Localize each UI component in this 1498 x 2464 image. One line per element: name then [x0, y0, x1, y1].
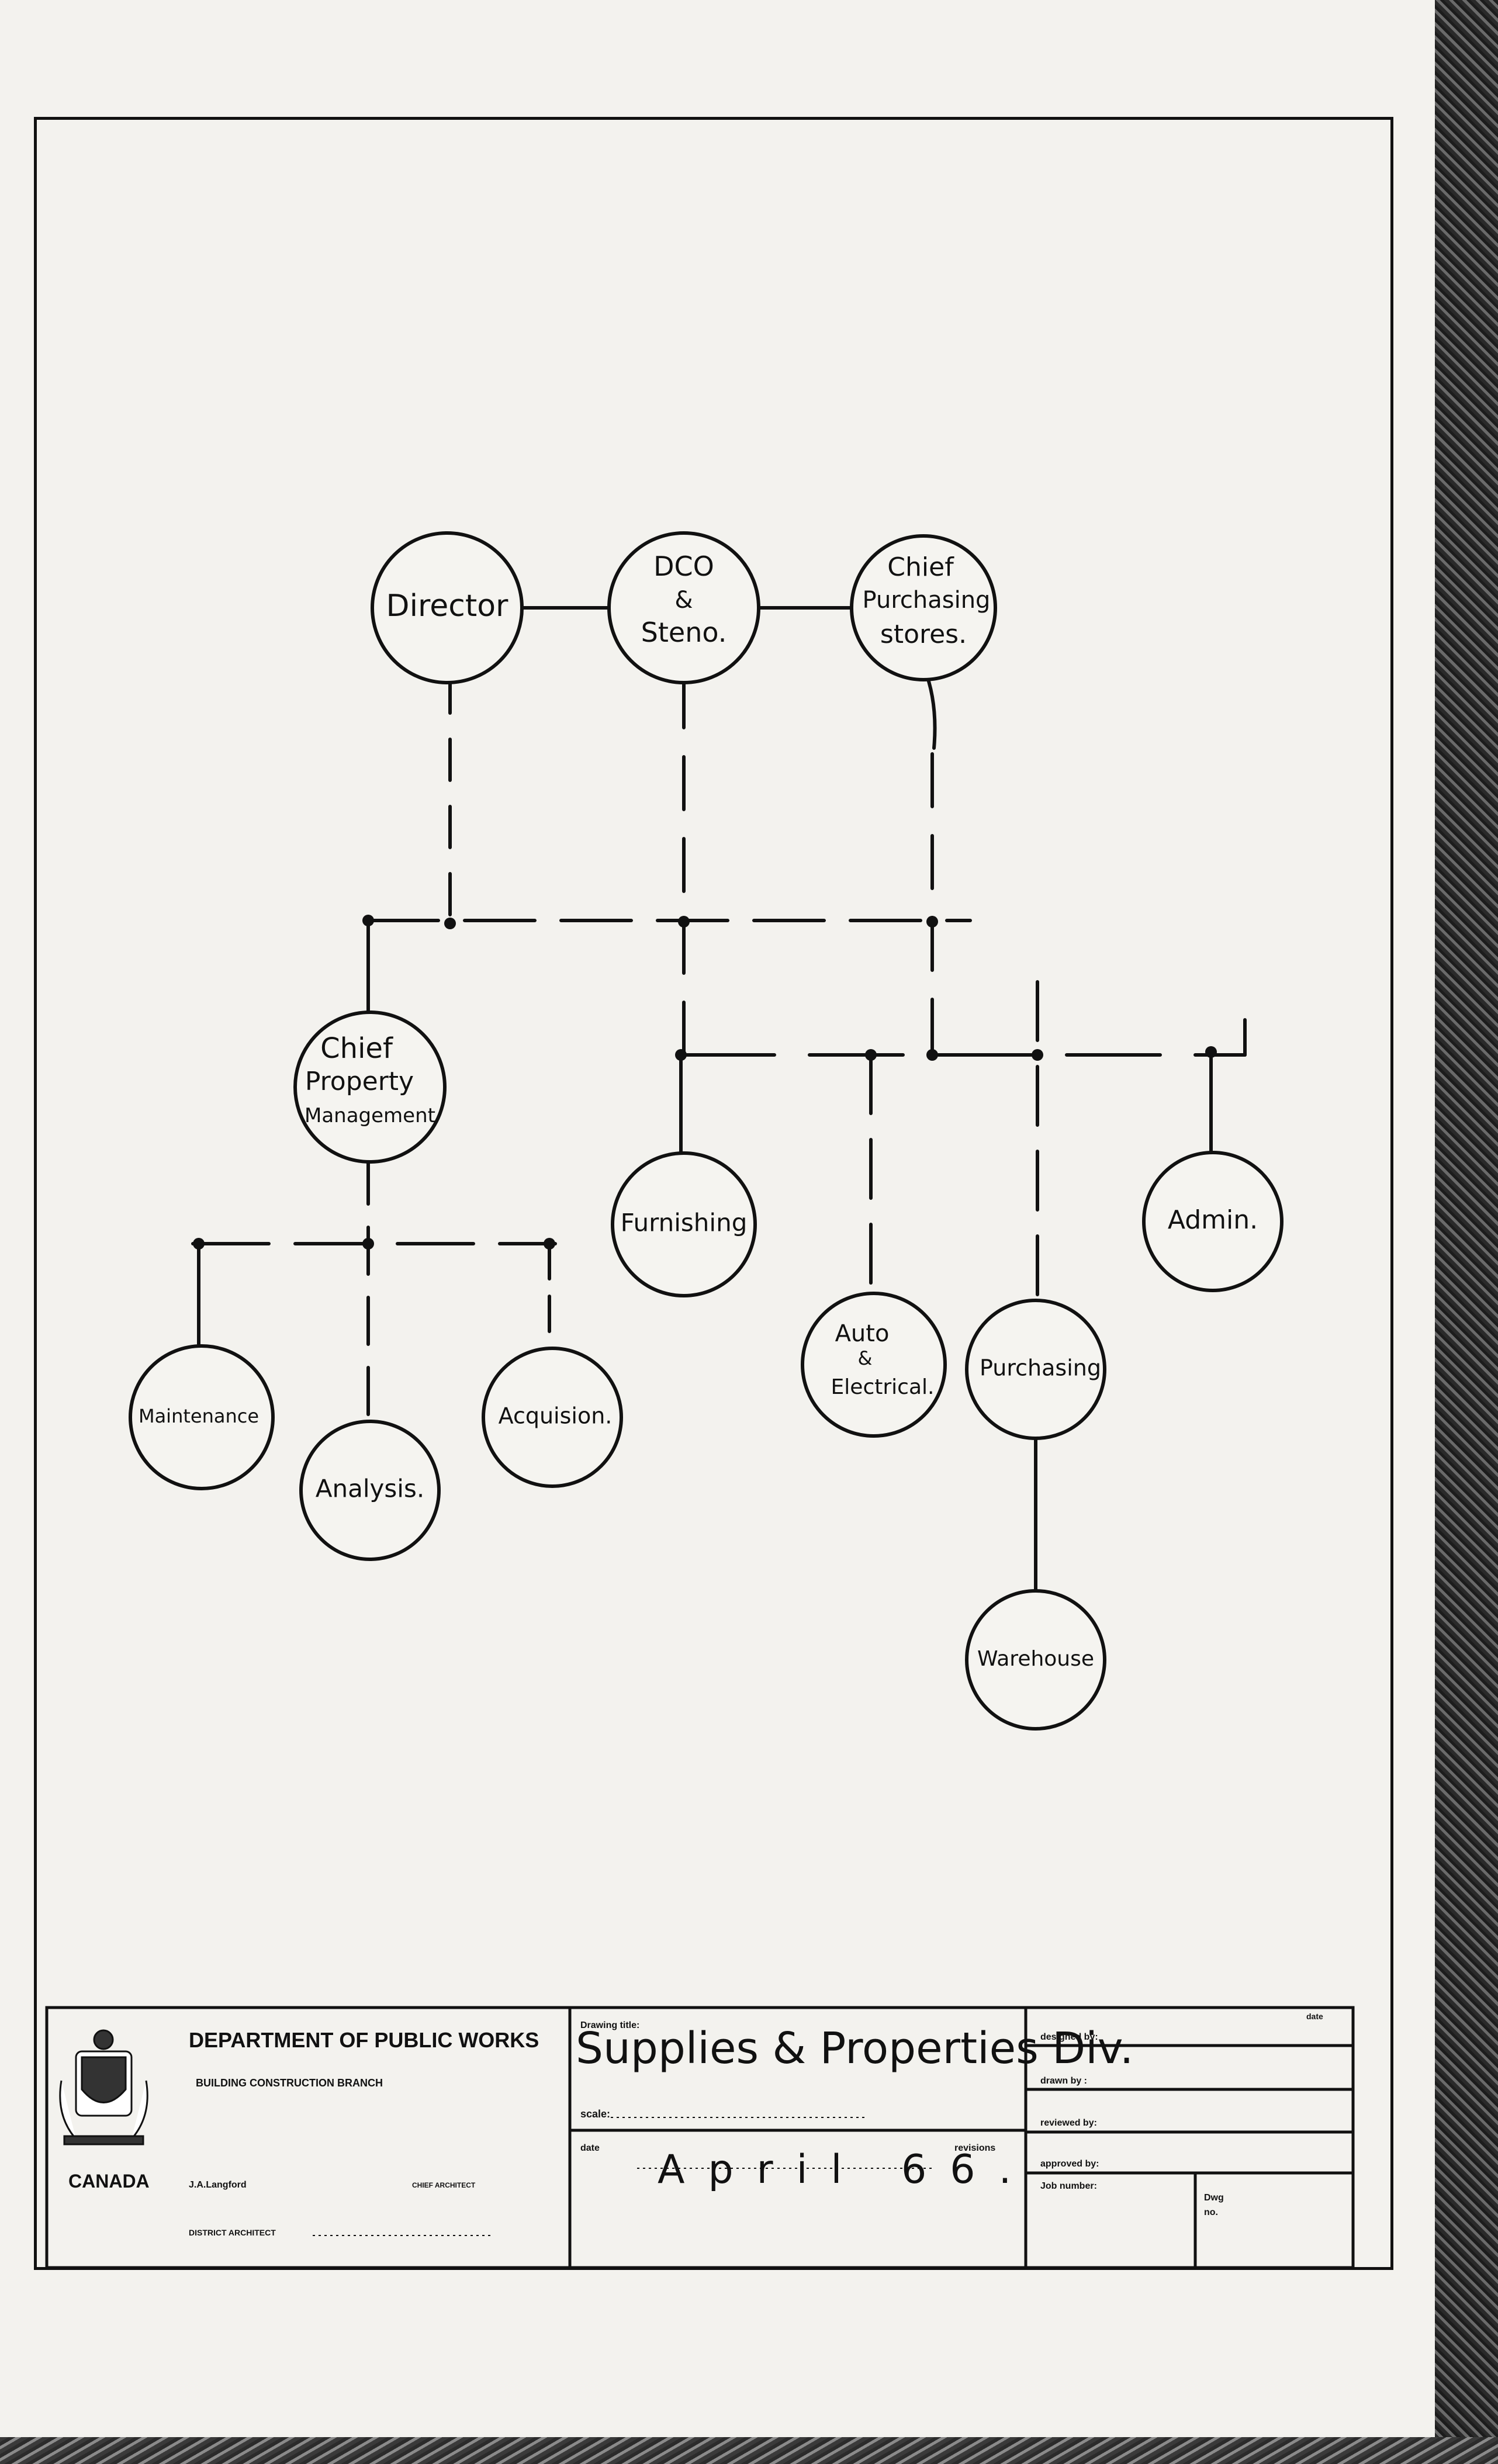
node-warehouse-circle: [965, 1589, 1106, 1731]
node-chief-purchasing-label-2: Purchasing: [863, 587, 991, 614]
node-chief-property-label-2: Property: [305, 1067, 414, 1096]
node-warehouse-label: Warehouse: [977, 1647, 1094, 1671]
node-furnishing-label: Furnishing: [621, 1209, 748, 1237]
node-furnishing-circle: [611, 1151, 757, 1297]
node-chief-purchasing-label-3: stores.: [880, 620, 967, 649]
scan-edge-dark: [1435, 0, 1498, 2464]
node-dco-label-1: DCO: [653, 551, 714, 582]
node-auto-label-1: Auto: [835, 1320, 890, 1347]
tb-drawing-title-value: Supplies & Properties Div.: [576, 2023, 1133, 2074]
canada-crest-icon: [59, 2029, 148, 2145]
node-chief-purchasing-circle: [850, 534, 997, 681]
tb-date-header: date: [1306, 2012, 1323, 2021]
tb-revisions-label: revisions: [954, 2143, 995, 2153]
tb-approved-by: approved by:: [1040, 2159, 1099, 2169]
tb-date-label: date: [580, 2143, 600, 2153]
node-acquision-label: Acquision.: [499, 1403, 613, 1429]
node-maintenance-circle: [129, 1344, 275, 1490]
tb-dwg-line2: no.: [1204, 2207, 1218, 2217]
tb-date-value: April 66.: [658, 2147, 1035, 2193]
node-director-label: Director: [386, 589, 509, 624]
tb-branch: BUILDING CONSTRUCTION BRANCH: [196, 2077, 383, 2089]
node-admin-circle: [1142, 1151, 1283, 1292]
node-analysis-circle: [299, 1420, 441, 1561]
node-chief-property-circle: [293, 1010, 447, 1164]
node-dco-label-3: Steno.: [641, 617, 727, 648]
node-auto-label-3: Electrical.: [831, 1375, 935, 1399]
tb-drawing-title-label: Drawing title:: [580, 2020, 639, 2030]
tb-reviewed-by: reviewed by:: [1040, 2118, 1097, 2128]
node-purchasing-circle: [965, 1299, 1106, 1440]
tb-chief-name: J.A.Langford: [189, 2180, 247, 2190]
node-chief-property-label-1: Chief: [320, 1032, 393, 1065]
tb-district-label: DISTRICT ARCHITECT: [189, 2228, 276, 2237]
node-director-circle: [371, 531, 524, 684]
scan-bottom-edge: [0, 2437, 1498, 2464]
node-purchasing-label: Purchasing: [980, 1355, 1101, 1381]
junction-dots: [193, 915, 1217, 1250]
tb-department: DEPARTMENT OF PUBLIC WORKS: [189, 2028, 539, 2052]
title-block: [45, 2006, 1355, 2269]
tb-scale-label: scale:: [580, 2108, 610, 2120]
tb-job-number: Job number:: [1040, 2181, 1097, 2191]
node-auto-label-2: &: [858, 1347, 873, 1369]
node-auto-circle: [801, 1292, 947, 1438]
node-dco-label-2: &: [674, 587, 693, 614]
node-acquision-circle: [482, 1347, 623, 1488]
node-dco-circle: [607, 531, 760, 684]
connector-lines: [191, 606, 1247, 1591]
tb-chief-title: CHIEF ARCHITECT: [412, 2181, 476, 2189]
node-chief-property-label-3: Management: [305, 1104, 435, 1127]
tb-dwg-line1: Dwg: [1204, 2193, 1224, 2203]
tb-country: CANADA: [68, 2171, 150, 2192]
node-analysis-label: Analysis.: [316, 1475, 424, 1503]
node-maintenance-label: Maintenance: [139, 1405, 259, 1427]
node-chief-purchasing-label-1: Chief: [887, 552, 954, 582]
tb-designed-by: designed by:: [1040, 2032, 1098, 2042]
node-admin-label: Admin.: [1168, 1205, 1258, 1235]
tb-drawn-by: drawn by :: [1040, 2076, 1087, 2086]
